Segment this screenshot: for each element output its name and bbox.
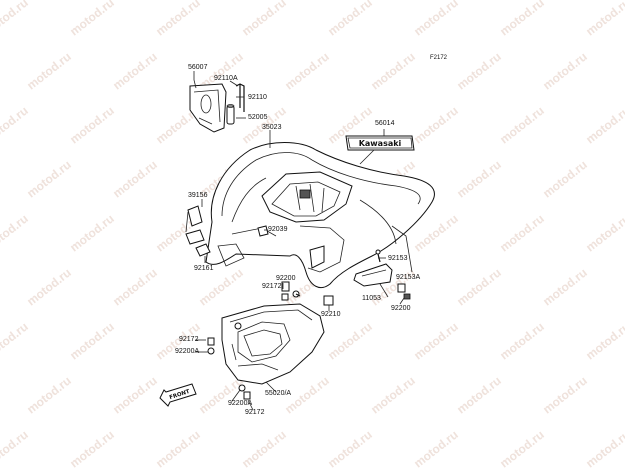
part-label-92153: 92153 [388, 255, 408, 262]
part-label-52005: 52005 [248, 114, 268, 121]
nut-92153a [397, 283, 411, 300]
part-label-92210: 92210 [321, 311, 341, 318]
part-label-35023: 35023 [262, 124, 282, 131]
washer-92200a-bottom [238, 384, 246, 392]
part-label-92200-mid: 92200 [276, 275, 296, 282]
bolt-92200-mid [281, 281, 301, 298]
bolt-92110 [235, 83, 245, 112]
grommet-92210 [323, 295, 334, 306]
badge-56014: Kawasaki [345, 135, 415, 151]
cover-55020 [221, 303, 325, 385]
damper-92161 [195, 243, 211, 257]
bolt-92172-bottom [243, 391, 251, 400]
collar-52005 [226, 104, 235, 125]
rear-fender-35023 [205, 142, 435, 288]
part-label-92172-mid: 92172 [262, 283, 282, 290]
stay-11053 [353, 225, 413, 287]
mud-flap-56007 [189, 83, 227, 133]
part-label-92110a: 92110A [214, 75, 238, 82]
part-label-92200a-left: 92200A [175, 348, 200, 355]
part-label-39156: 39156 [188, 192, 208, 199]
front-arrow-icon: FRONT [159, 383, 197, 407]
part-label-92200a-bottom: 92200A [228, 400, 253, 407]
diagram-code: F2172 [430, 55, 448, 61]
bolt-92172-left [207, 337, 215, 346]
part-label-92161: 92161 [194, 265, 214, 272]
part-label-56007: 56007 [188, 64, 208, 71]
bracket-39156 [185, 205, 205, 245]
part-label-92172-left: 92172 [179, 336, 199, 343]
part-label-55020: 55020/A [265, 390, 292, 397]
part-label-56014: 56014 [375, 120, 395, 127]
bolt-92172-mid [281, 293, 289, 301]
part-label-92153a: 92153A [396, 274, 421, 281]
part-label-92172-bottom: 92172 [245, 409, 265, 416]
clip-92039 [257, 225, 269, 237]
part-label-92110: 92110 [248, 94, 267, 101]
badge-text: Kawasaki [359, 139, 402, 148]
washer-92200a-left [207, 347, 215, 355]
part-label-92200-right: 92200 [391, 305, 411, 312]
part-label-92039: 92039 [268, 226, 288, 233]
part-label-11053: 11053 [362, 295, 381, 302]
leader-lines [193, 71, 405, 411]
